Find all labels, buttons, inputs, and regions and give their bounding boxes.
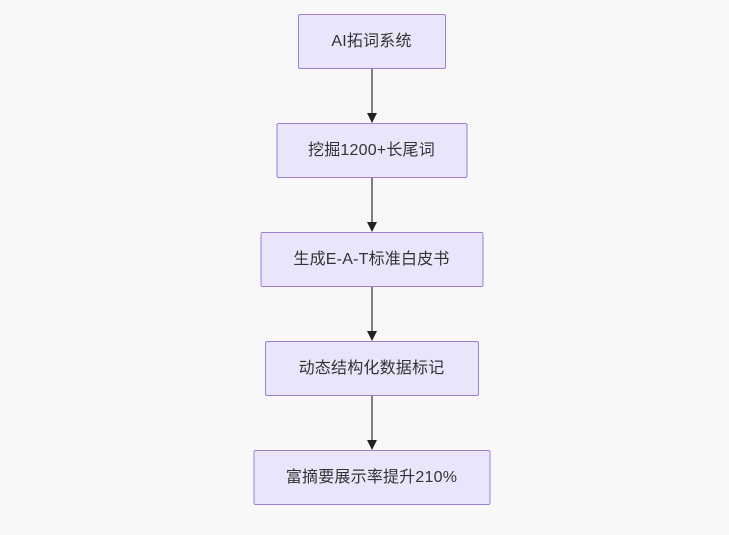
flow-node-label: 动态结构化数据标记	[298, 359, 445, 377]
flow-connector-arrow-3	[365, 287, 379, 341]
flow-node-ai-keyword-system[interactable]: AI拓词系统	[297, 14, 446, 69]
flow-node-label: 富摘要展示率提升210%	[285, 468, 458, 486]
flow-node-rich-snippet-impression-uplift[interactable]: 富摘要展示率提升210%	[253, 450, 490, 505]
flow-node-dynamic-structured-data-markup[interactable]: 动态结构化数据标记	[264, 341, 479, 396]
flow-connector-arrow-4	[365, 396, 379, 450]
flow-node-label: AI拓词系统	[331, 32, 412, 50]
flow-node-generate-eat-whitepaper[interactable]: 生成E-A-T标准白皮书	[260, 232, 483, 287]
flow-node-mine-longtail-keywords[interactable]: 挖掘1200+长尾词	[276, 123, 467, 178]
flow-connector-arrow-2	[365, 178, 379, 232]
flow-node-label: 挖掘1200+长尾词	[308, 141, 435, 159]
flow-node-label: 生成E-A-T标准白皮书	[293, 250, 450, 268]
flow-connector-arrow-1	[365, 69, 379, 123]
